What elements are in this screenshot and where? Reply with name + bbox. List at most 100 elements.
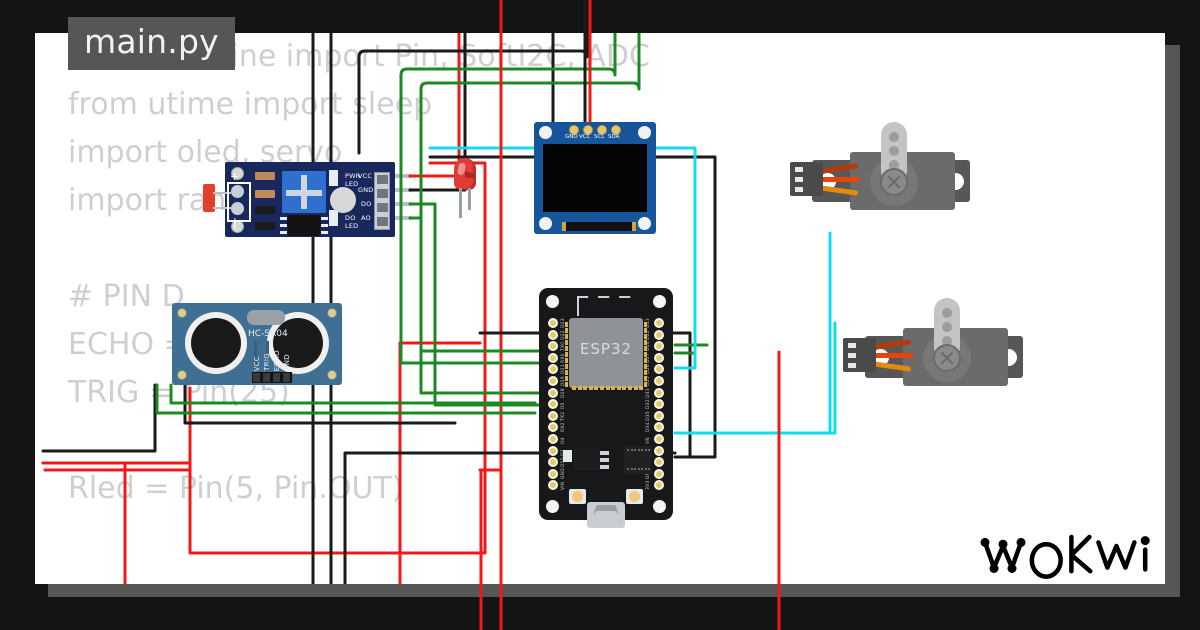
do-led-label: DO LED <box>345 214 359 230</box>
ultrasonic-sensor[interactable]: HC-SR04 VCC TRIG ECHO GND <box>172 303 342 385</box>
red-led[interactable] <box>452 158 478 238</box>
transmitter-mesh <box>199 326 233 360</box>
esp32-label-left-d18: D18 <box>561 387 566 398</box>
esp32-pad-left-d21[interactable] <box>548 364 558 375</box>
comparator-ic <box>287 215 321 236</box>
oled-mount-hole-tr <box>638 126 651 139</box>
esp32-pad-left-vin[interactable] <box>548 480 558 491</box>
ldr-pin-label-do: DO <box>361 200 372 208</box>
esp32-pad-right-d33[interactable] <box>654 387 664 398</box>
led-flat-face <box>465 171 474 178</box>
esp32-label-right-d33: D33 <box>646 387 651 398</box>
esp32-pad-left-rx2[interactable] <box>548 422 558 433</box>
enable-button[interactable] <box>626 489 643 504</box>
esp32-pad-left-d19[interactable] <box>548 376 558 386</box>
esp32-module-pad <box>577 386 582 390</box>
esp32-module-pad <box>628 386 632 390</box>
receiver-can <box>267 312 329 374</box>
oled-label-vcc: VCC <box>579 134 591 140</box>
esp32-pad-left-gnd[interactable] <box>548 468 558 479</box>
micro-usb-port[interactable] <box>587 502 625 528</box>
servo2-connector[interactable] <box>843 338 876 372</box>
esp32-shield-can: ESP32 <box>569 318 643 388</box>
esp32-pad-right-d32[interactable] <box>654 399 664 410</box>
photoresistor-lead-top <box>213 192 231 194</box>
esp32-antenna <box>577 296 631 316</box>
ldr-module[interactable]: + | PWR LED DO LED VCC GND DO AO <box>203 162 395 237</box>
oled-pad-scl[interactable] <box>597 125 607 135</box>
esp32-mount-hole-bl <box>546 500 559 513</box>
esp32-pad-left-d18[interactable] <box>548 387 558 398</box>
boot-button[interactable] <box>569 489 586 504</box>
usb-uart-ic <box>624 446 652 474</box>
voltage-regulator <box>574 448 600 470</box>
oled-mount-hole-br <box>638 217 651 230</box>
led-anode-leg <box>459 188 462 218</box>
esp32-label-left-gnd: GND <box>561 467 566 479</box>
resistor-3 <box>255 206 275 214</box>
servo-motor-1[interactable] <box>790 122 980 212</box>
esp32-module-pad <box>583 386 588 390</box>
esp32-pad-left-d23[interactable] <box>548 318 558 328</box>
esp32-pad-right-d35[interactable] <box>654 410 664 421</box>
resistor-4 <box>255 222 275 230</box>
ldr-pin-header <box>374 172 390 230</box>
esp32-mount-hole-tr <box>653 295 666 308</box>
esp32-module-pad <box>644 340 647 345</box>
oled-screen <box>543 144 647 212</box>
esp32-module-pad <box>572 386 576 390</box>
esp32-pad-left-tx2[interactable] <box>548 410 558 421</box>
smd-led-2 <box>329 210 338 226</box>
esp32-module-pad <box>565 358 568 363</box>
esp32-pad-right-vn[interactable] <box>654 434 664 444</box>
esp32-module-pad <box>633 386 638 390</box>
oled-display[interactable]: GND VCC SCL SDA <box>534 122 656 234</box>
esp32-pad-right-d26[interactable] <box>654 364 664 375</box>
esp32-pad-right-vp[interactable] <box>654 445 664 456</box>
esp32-pad-right-en[interactable] <box>654 457 664 468</box>
esp32-pad-left-d5[interactable] <box>548 399 558 410</box>
esp32-module-pad <box>565 322 568 327</box>
transmitter-can <box>185 312 247 374</box>
servo1-connector[interactable] <box>790 162 823 196</box>
esp32-module-pad <box>644 370 647 375</box>
esp32-module-pad <box>616 386 621 390</box>
esp32-pad-right-d12[interactable] <box>654 329 664 340</box>
esp32-pad-left-d15[interactable] <box>548 457 558 468</box>
esp32-label-left-d5: D5 <box>561 402 566 410</box>
esp32-pad-right-3v3[interactable] <box>654 480 664 491</box>
esp32-pad-right-d13[interactable] <box>654 318 664 328</box>
ldr-pin-label-vcc: VCC <box>358 172 373 180</box>
servo-motor-2[interactable] <box>843 298 1033 388</box>
esp32-module-pad <box>600 386 604 390</box>
esp32-label-right-d32: D32 <box>646 399 651 410</box>
sr04-mount-hole-tr <box>327 308 337 318</box>
esp32-module-pad <box>565 340 568 345</box>
esp32-module-pad <box>644 328 647 333</box>
esp32-pad-left-rx0[interactable] <box>548 352 558 363</box>
esp32-pad-left-d22[interactable] <box>548 329 558 340</box>
esp32-module-pad <box>605 386 610 390</box>
oled-pad-gnd[interactable] <box>569 125 579 135</box>
oled-label-scl: SCL <box>594 134 605 140</box>
esp32-pad-left-tx0[interactable] <box>548 341 558 352</box>
oled-ribbon-connector <box>562 222 636 231</box>
sr04-silkscreen: HC-SR04 <box>248 329 288 339</box>
smd-capacitor <box>563 450 572 462</box>
esp32-pad-right-gnd[interactable] <box>654 468 664 479</box>
sr04-label-vcc: VCC <box>253 355 261 371</box>
terminal-pad-plus <box>231 185 244 198</box>
esp32-pad-right-d25[interactable] <box>654 376 664 386</box>
oled-pad-sda[interactable] <box>611 125 621 135</box>
led-cathode-leg <box>468 188 471 210</box>
esp32-pad-right-d27[interactable] <box>654 352 664 363</box>
esp32-label-left-rx2: RX2 <box>561 422 566 433</box>
sr04-label-trig: TRIG <box>263 353 271 371</box>
esp32-board[interactable]: ESP32 D23D22TX0RX0D21D19D18D5TX2RX2D4D2D… <box>539 288 673 528</box>
trim-potentiometer[interactable] <box>282 171 326 213</box>
sr04-mount-hole-br <box>327 370 337 380</box>
esp32-pad-left-d2[interactable] <box>548 445 558 456</box>
esp32-pad-left-d4[interactable] <box>548 434 558 444</box>
esp32-pad-right-d34[interactable] <box>654 422 664 433</box>
esp32-pad-right-d14[interactable] <box>654 341 664 352</box>
